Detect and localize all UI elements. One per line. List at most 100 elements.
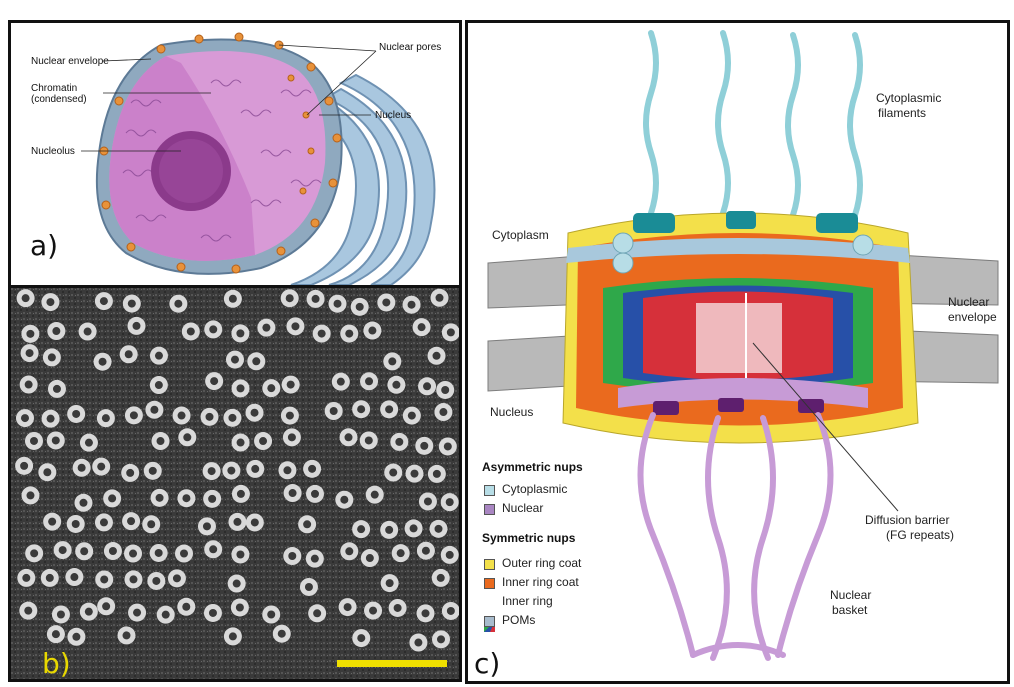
- pore-center: [259, 437, 267, 445]
- pore-center: [286, 412, 294, 420]
- pore-center: [356, 303, 364, 311]
- pore-center: [227, 467, 235, 475]
- pore-center: [208, 495, 216, 503]
- pore-center: [385, 526, 393, 534]
- label-nuclear-envelope-2: envelope: [948, 310, 997, 324]
- label-nuclear-basket: Nuclear: [830, 588, 871, 602]
- pore-center: [236, 603, 244, 611]
- pore-center: [267, 610, 275, 618]
- pore-center: [262, 324, 270, 332]
- legend-item-inner-ring-coat: Inner ring coat: [502, 575, 579, 589]
- pore-center: [130, 411, 138, 419]
- label-chromatin-condensed: (condensed): [31, 94, 87, 105]
- pore-center: [345, 547, 353, 555]
- pore-center: [420, 442, 428, 450]
- pore-center: [147, 520, 155, 528]
- pore-center: [129, 575, 137, 583]
- pore-center: [340, 496, 348, 504]
- pore-center: [21, 414, 29, 422]
- panel-b-micrograph: [8, 285, 462, 682]
- pore-center: [311, 555, 319, 563]
- pore-center: [447, 607, 455, 615]
- label-nuclear-pores: Nuclear pores: [379, 42, 441, 53]
- pore-center: [182, 494, 190, 502]
- pore-center: [371, 491, 379, 499]
- pore-center: [439, 408, 447, 416]
- legend-item-poms: POMs: [502, 613, 535, 627]
- pore-center: [129, 550, 137, 558]
- pore-center: [388, 357, 396, 365]
- pore-center: [237, 439, 245, 447]
- fg-repeats-barrier: [696, 303, 782, 373]
- label-fg-repeats: (FG repeats): [886, 528, 954, 542]
- pore-center: [43, 468, 51, 476]
- pore-center: [206, 413, 214, 421]
- pore-center: [330, 407, 338, 415]
- pore-center: [30, 437, 38, 445]
- pore-center: [156, 494, 164, 502]
- pore-center: [149, 467, 157, 475]
- pore-center: [382, 298, 390, 306]
- legend-item-inner-ring: Inner ring: [502, 594, 553, 608]
- pore-center: [237, 490, 245, 498]
- label-nuclear-basket-2: basket: [832, 603, 867, 617]
- pore-center: [30, 549, 38, 557]
- pore-center: [20, 462, 28, 470]
- pore-center: [395, 438, 403, 446]
- pore-center: [78, 464, 86, 472]
- pore-center: [100, 575, 108, 583]
- pore-center: [308, 465, 316, 473]
- pore-center: [229, 295, 237, 303]
- pore-center: [22, 294, 30, 302]
- pore-center: [72, 633, 80, 641]
- pore-center: [236, 329, 244, 337]
- pore-center: [394, 604, 402, 612]
- label-cytoplasm: Cytoplasm: [492, 228, 549, 242]
- label-chromatin: Chromatin: [31, 83, 77, 94]
- pore-center: [305, 583, 313, 591]
- pore-center: [311, 490, 319, 498]
- pore-center: [357, 405, 365, 413]
- pore-center: [251, 465, 259, 473]
- pore-center: [127, 517, 135, 525]
- pore-center: [288, 433, 296, 441]
- pore-center: [392, 381, 400, 389]
- pore-center: [85, 439, 93, 447]
- label-nuclear-envelope: Nuclear: [948, 295, 989, 309]
- label-cytoplasmic-filaments: Cytoplasmic: [876, 91, 941, 105]
- pore-center: [446, 498, 454, 506]
- pore-center: [366, 554, 374, 562]
- pore-center: [209, 325, 217, 333]
- label-cytoplasmic-filaments-2: filaments: [878, 106, 926, 120]
- label-nucleus: Nucleus: [490, 405, 533, 419]
- pore-center: [312, 295, 320, 303]
- pore-center: [157, 437, 165, 445]
- pore-center: [435, 525, 443, 533]
- pore-center: [178, 412, 186, 420]
- pore-center: [286, 294, 294, 302]
- pore-center: [365, 436, 373, 444]
- pore-center: [209, 545, 217, 553]
- pore-center: [72, 410, 80, 418]
- pore-center: [48, 353, 56, 361]
- pore-center: [303, 520, 311, 528]
- pore-center: [369, 607, 377, 615]
- pore-center: [99, 358, 107, 366]
- panel-a-letter: a): [30, 232, 58, 260]
- pore-center: [155, 381, 163, 389]
- pore-center: [437, 574, 445, 582]
- pore-center: [233, 518, 241, 526]
- pore-center: [57, 610, 65, 618]
- pore-center: [26, 330, 34, 338]
- pore-center: [345, 330, 353, 338]
- pore-center: [289, 489, 297, 497]
- pore-center: [424, 497, 432, 505]
- legend-item-nuclear: Nuclear: [502, 501, 543, 515]
- pore-center: [203, 522, 211, 530]
- pore-center: [433, 470, 441, 478]
- pore-center: [26, 349, 34, 357]
- legend-swatch-cytoplasmic: [484, 485, 495, 496]
- pore-center: [422, 609, 430, 617]
- pore-center: [278, 630, 286, 638]
- nuclear-basket: [641, 415, 831, 658]
